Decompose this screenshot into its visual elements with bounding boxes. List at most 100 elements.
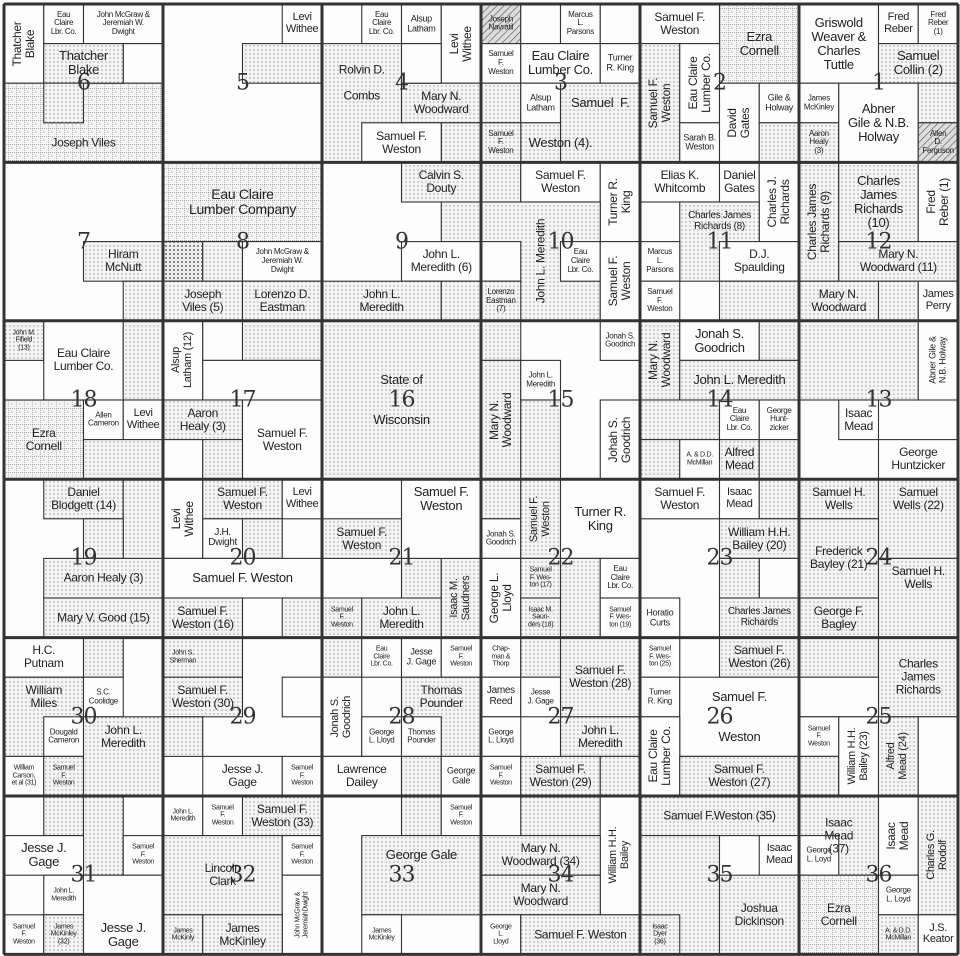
- parcel: [3, 914, 45, 955]
- parcel: [3, 3, 45, 84]
- parcel: [321, 320, 482, 480]
- parcel: [241, 320, 323, 361]
- parcel: [718, 597, 800, 639]
- section-number: 36: [865, 862, 893, 888]
- parcel: [480, 557, 522, 639]
- parcel: [559, 478, 641, 559]
- parcel: [43, 914, 85, 955]
- parcel: [281, 835, 323, 876]
- parcel: [43, 716, 85, 757]
- parcel: [599, 241, 641, 322]
- parcel: [400, 478, 482, 559]
- section-number: 13: [865, 387, 893, 413]
- parcel: [122, 280, 164, 322]
- parcel: [400, 161, 482, 203]
- parcel: [798, 637, 880, 678]
- parcel: [480, 122, 522, 163]
- section-number: 17: [229, 387, 257, 413]
- parcel: [599, 795, 641, 916]
- parcel: [559, 3, 601, 45]
- parcel: [520, 676, 562, 718]
- parcel: [877, 914, 919, 955]
- parcel: [838, 161, 919, 243]
- parcel: [917, 716, 959, 797]
- section-number: 14: [706, 387, 734, 413]
- section-number: 3: [554, 70, 568, 96]
- parcel: [798, 835, 840, 876]
- parcel: [877, 439, 959, 480]
- parcel: [162, 835, 283, 916]
- parcel: [838, 82, 919, 163]
- section-number: 7: [77, 229, 91, 255]
- section-number: 11: [706, 229, 734, 255]
- parcel: [679, 439, 721, 480]
- section-number: 33: [388, 862, 416, 888]
- parcel: [718, 161, 760, 203]
- parcel: [361, 122, 442, 163]
- parcel: [838, 241, 959, 282]
- parcel: [639, 241, 681, 282]
- parcel: [718, 637, 800, 678]
- parcel: [440, 280, 482, 322]
- section-number: 19: [70, 545, 98, 571]
- parcel: [122, 43, 164, 84]
- section-number: 34: [547, 862, 575, 888]
- parcel: [917, 914, 959, 955]
- section-number: 21: [388, 545, 416, 571]
- parcel: [877, 795, 919, 876]
- parcel: [82, 518, 124, 559]
- parcel: [400, 3, 442, 45]
- parcel: [400, 795, 442, 837]
- parcel: [480, 755, 522, 797]
- parcel: [798, 716, 840, 757]
- parcel: [520, 795, 601, 837]
- parcel: [480, 914, 522, 955]
- parcel: [43, 43, 124, 84]
- parcel: [520, 122, 562, 163]
- parcel: [520, 161, 601, 203]
- parcel: [559, 557, 601, 639]
- parcel: [599, 161, 641, 243]
- parcel: [3, 637, 85, 678]
- section-number: 15: [547, 387, 575, 413]
- parcel: [758, 399, 800, 441]
- parcel: [202, 755, 283, 797]
- section-number: 35: [706, 862, 734, 888]
- parcel: [679, 43, 721, 124]
- parcel: [162, 478, 204, 559]
- parcel: [43, 320, 124, 401]
- parcel: [162, 280, 244, 322]
- parcel: [281, 755, 323, 797]
- parcel: [82, 874, 164, 955]
- parcel: [639, 716, 681, 797]
- parcel: [520, 637, 562, 678]
- parcel: [162, 439, 204, 480]
- parcel: [241, 795, 323, 837]
- parcel: [718, 439, 760, 480]
- parcel: [82, 676, 124, 718]
- parcel: [202, 241, 244, 282]
- parcel: [162, 320, 204, 401]
- parcel: [798, 82, 840, 124]
- parcel: [520, 914, 641, 955]
- parcel: [82, 795, 124, 876]
- parcel: [838, 716, 880, 797]
- parcel: [82, 439, 164, 480]
- section-number: 20: [229, 545, 257, 571]
- parcel: [758, 320, 800, 361]
- parcel: [162, 241, 204, 282]
- section-number: 10: [547, 229, 575, 255]
- parcel: [639, 3, 721, 45]
- parcel: [361, 3, 403, 45]
- parcel: [639, 43, 681, 163]
- parcel: [758, 122, 800, 163]
- parcel: [281, 676, 323, 718]
- parcel: [718, 399, 760, 441]
- parcel: [202, 518, 244, 559]
- parcel: [480, 716, 522, 757]
- parcel: [241, 43, 323, 84]
- parcel: [639, 914, 681, 955]
- parcel: [43, 478, 124, 520]
- parcel: [480, 518, 522, 559]
- parcel: [480, 43, 522, 84]
